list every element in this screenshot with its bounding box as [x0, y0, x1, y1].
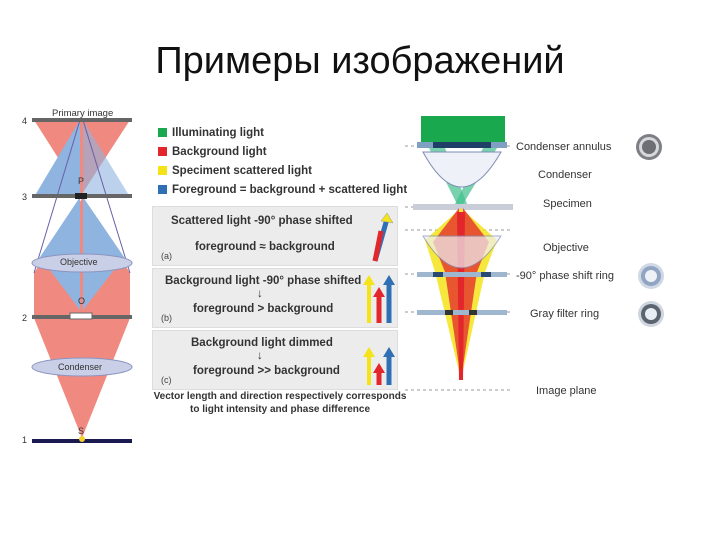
- vector-arrows-b: [363, 275, 395, 323]
- case-b-tag: (b): [161, 313, 172, 323]
- condenser-lens: [31, 357, 133, 377]
- specimen: [413, 204, 513, 210]
- condenser-label-right: Condenser: [538, 169, 592, 181]
- plane-3-label: 3: [22, 192, 28, 202]
- image-plane-label: Image plane: [536, 385, 597, 397]
- case-box-a: Scattered light -90° phase shifted foreg…: [152, 206, 398, 266]
- case-c-line1: Background light dimmed: [191, 337, 333, 349]
- case-c-tag: (c): [161, 375, 172, 385]
- legend-swatch: [158, 185, 167, 194]
- case-a-line2: foreground ≈ background: [195, 241, 335, 253]
- case-box-b: Background light -90° phase shifted ↓ fo…: [152, 268, 398, 328]
- case-a-tag: (a): [161, 251, 172, 261]
- ray-diagram: [31, 118, 133, 443]
- plane-4: [32, 118, 132, 122]
- gray-filter-label: Gray filter ring: [530, 308, 600, 320]
- gray-filter-plate: [417, 310, 507, 315]
- condenser-light-cone: [34, 318, 130, 438]
- case-b-line2: foreground > background: [193, 303, 334, 315]
- objective-lens: [31, 253, 133, 273]
- case-b-arrow: ↓: [257, 288, 263, 300]
- phase-ring-plate: [417, 272, 507, 277]
- condenser-annulus-label: Condenser annulus: [516, 141, 612, 153]
- legend-item-background: Background light: [158, 146, 267, 158]
- case-c-arrow: ↓: [257, 350, 263, 362]
- legend-swatch: [158, 147, 167, 156]
- phase-contrast-diagram: [405, 116, 513, 391]
- phase-ring-icon: [638, 263, 664, 289]
- primary-image-label: Primary image: [52, 108, 114, 119]
- case-box-c: Background light dimmed ↓ foreground >> …: [152, 330, 398, 390]
- vector-note: Vector length and direction respectively…: [153, 391, 407, 415]
- scattered-light-cone-lower: [40, 197, 80, 310]
- objective-label: Objective: [60, 257, 98, 267]
- case-b-line1: Background light -90° phase shifted: [165, 275, 362, 287]
- phase-ring-label: -90° phase shift ring: [516, 270, 614, 282]
- plane-1-label: 1: [22, 435, 28, 445]
- gray-filter-icon: [638, 301, 664, 327]
- legend-item-foreground: Foreground = background + scattered ligh…: [158, 184, 407, 196]
- slide-title: Примеры изображений: [155, 40, 565, 82]
- plane-2-label: 2: [22, 313, 28, 323]
- condenser-lens: [422, 151, 502, 188]
- vector-arrows-c: [363, 347, 395, 385]
- scattered-light-cone-upper: [34, 120, 80, 197]
- condenser-label: Condenser: [58, 362, 103, 372]
- p-label: P: [78, 176, 85, 186]
- condenser-annulus-icon: [636, 134, 662, 160]
- legend-item-scattered: Speciment scattered light: [158, 165, 312, 177]
- specimen-label: Specimen: [543, 198, 592, 210]
- objective-lens: [422, 235, 502, 269]
- legend-item-illuminating: Illuminating light: [158, 127, 264, 139]
- case-c-line2: foreground >> background: [193, 365, 340, 377]
- legend-swatch: [158, 166, 167, 175]
- o-label: O: [78, 296, 86, 306]
- vector-arrows-a: [372, 212, 394, 262]
- legend-swatch: [158, 128, 167, 137]
- condenser-annulus: [421, 116, 505, 142]
- objective-label-right: Objective: [543, 242, 589, 254]
- plane-4-label: 4: [22, 116, 28, 126]
- case-a-line1: Scattered light -90° phase shifted: [171, 215, 353, 227]
- s-label: S: [78, 426, 85, 436]
